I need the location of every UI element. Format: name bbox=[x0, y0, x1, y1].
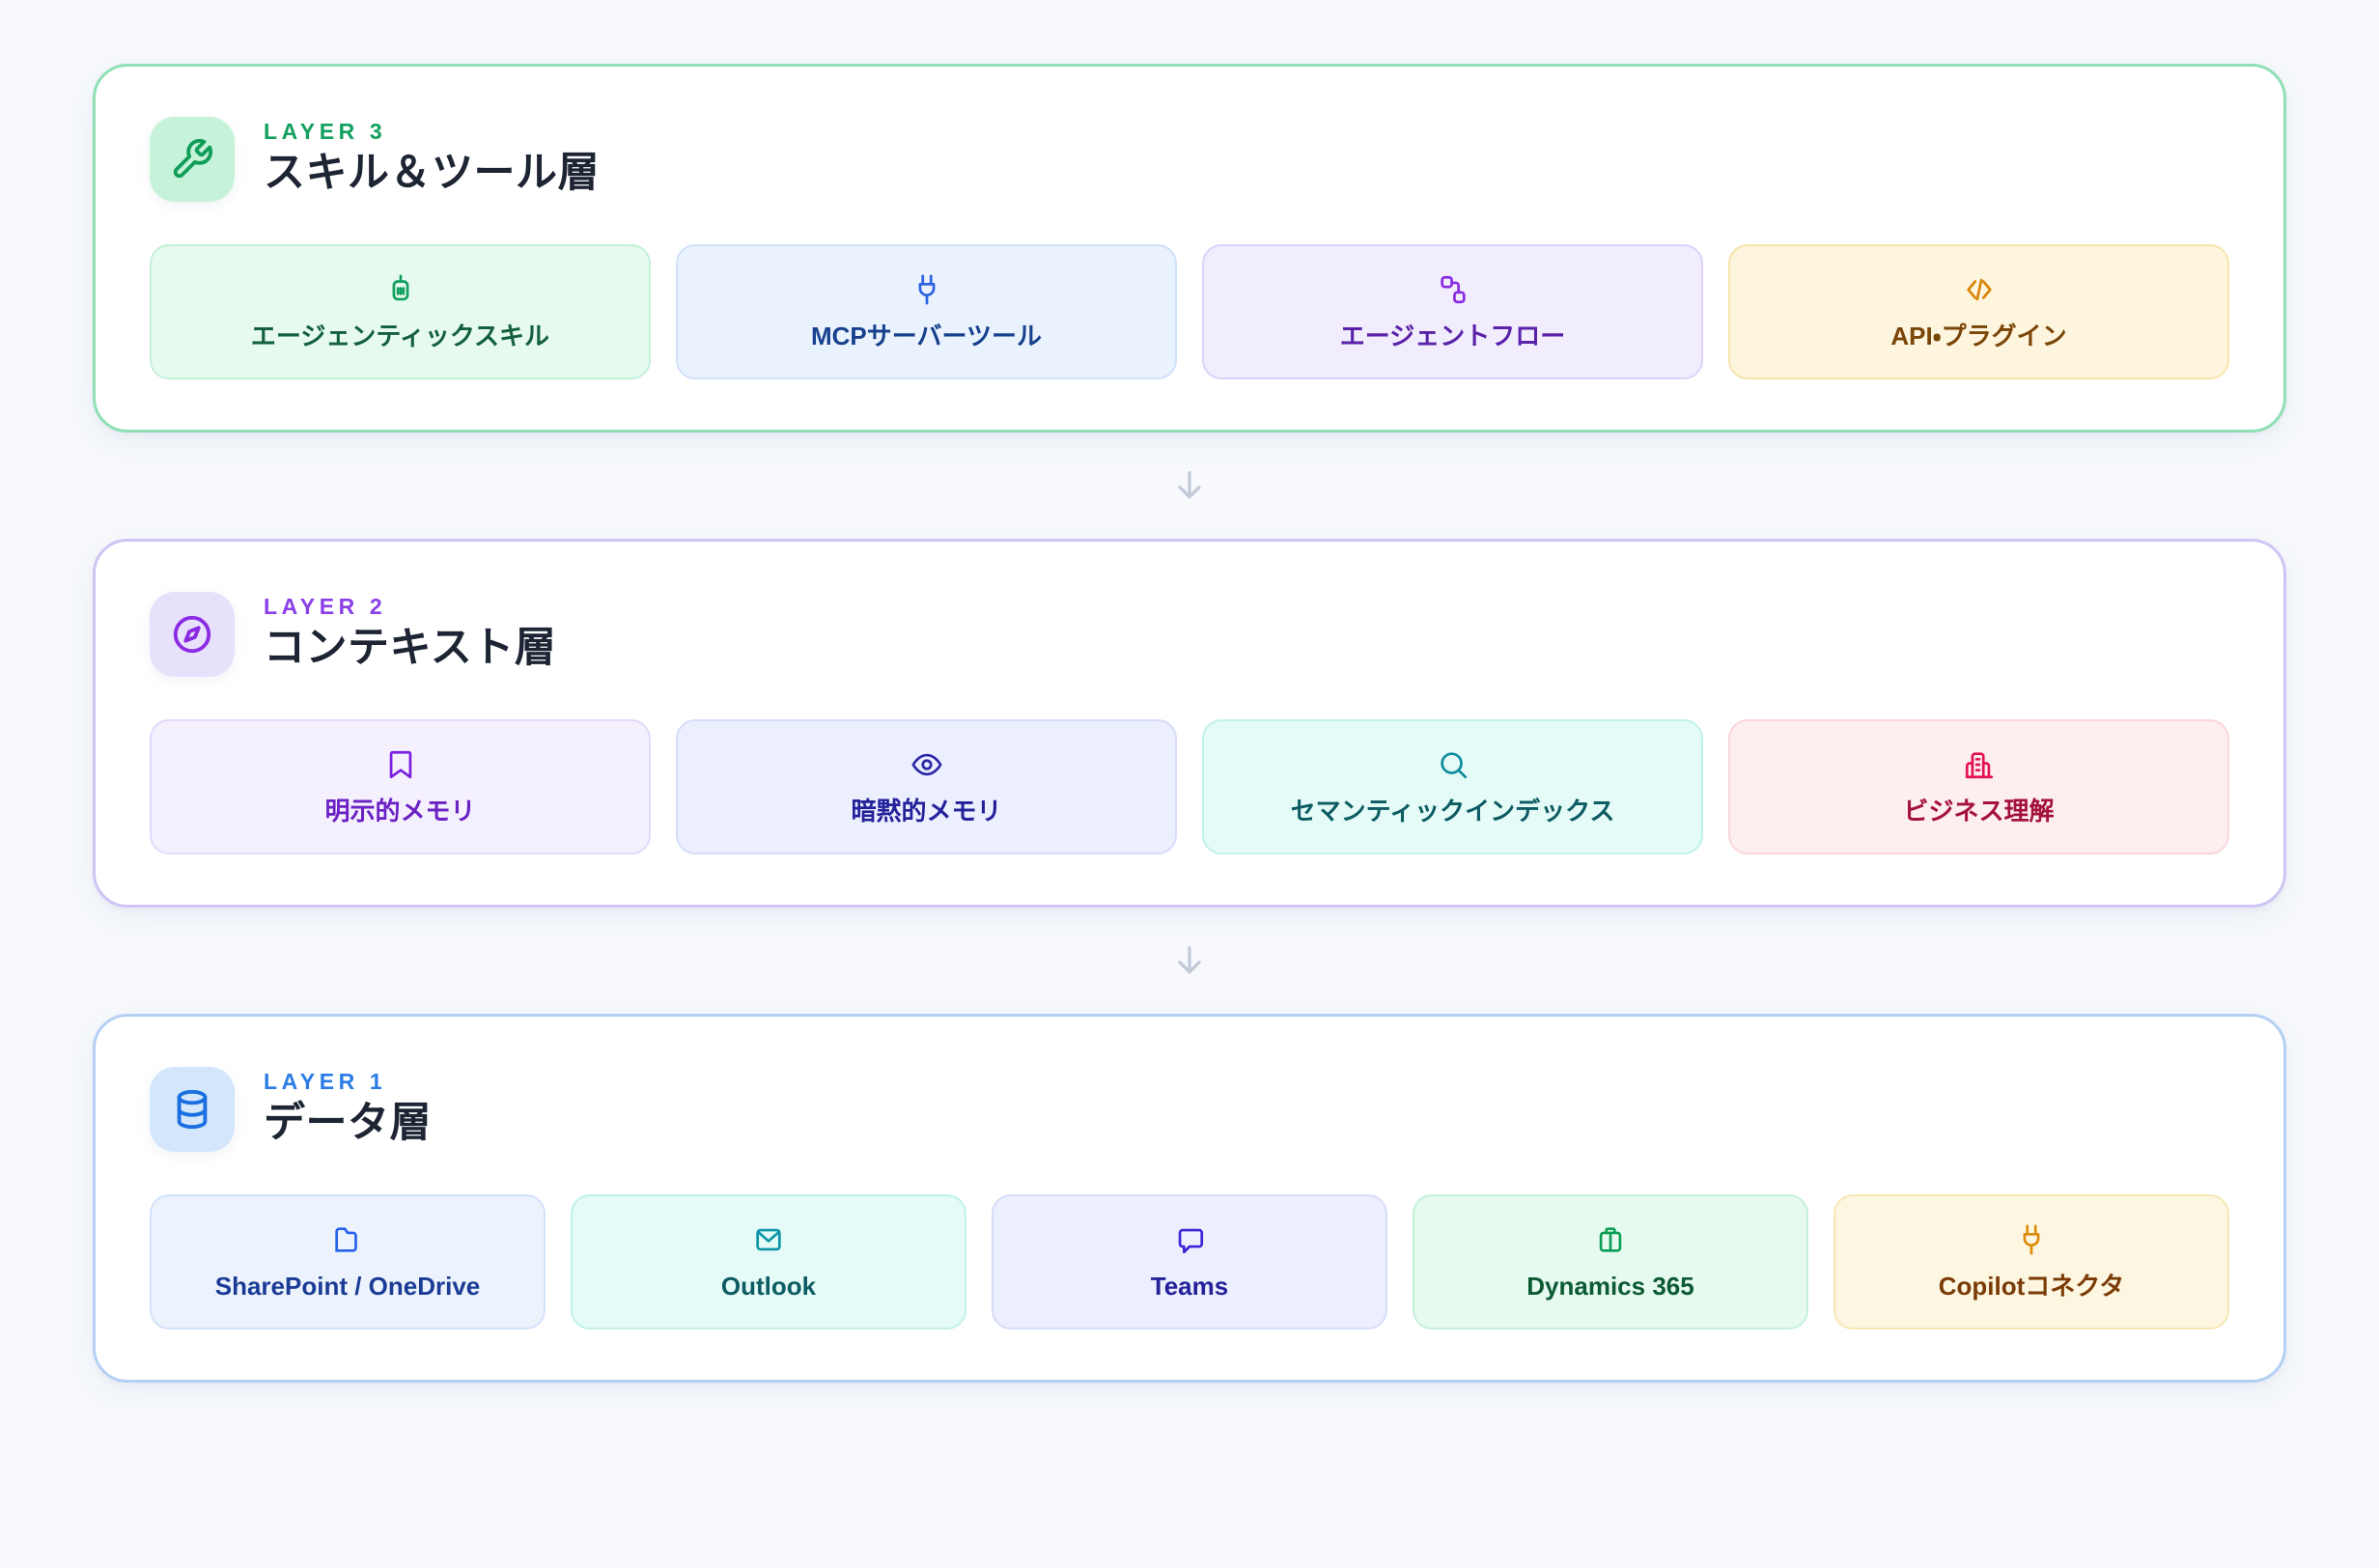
chip-sharepoint-onedrive[interactable]: SharePoint / OneDrive bbox=[150, 1194, 546, 1330]
search-icon bbox=[1437, 746, 1469, 783]
connector-2-to-1 bbox=[93, 908, 2286, 1014]
robot-icon bbox=[384, 271, 417, 308]
message-icon bbox=[1173, 1221, 1206, 1258]
layer-kicker: LAYER 2 bbox=[264, 594, 387, 620]
wrench-icon bbox=[150, 117, 235, 202]
chip-agentic-skill[interactable]: エージェンティックスキル bbox=[150, 244, 651, 379]
mail-icon bbox=[752, 1221, 785, 1258]
chip-label: エージェンティックスキル bbox=[250, 322, 550, 351]
chip-explicit-memory[interactable]: 明示的メモリ bbox=[150, 719, 651, 854]
chip-teams[interactable]: Teams bbox=[992, 1194, 1387, 1330]
chip-row-2: 明示的メモリ 暗黙的メモリ セマンティックインデックス bbox=[150, 719, 2229, 854]
code-icon bbox=[1963, 271, 1996, 308]
building-icon bbox=[1963, 746, 1996, 783]
chip-dynamics-365[interactable]: Dynamics 365 bbox=[1413, 1194, 1808, 1330]
bookmark-icon bbox=[384, 746, 417, 783]
chip-api-plugin[interactable]: API・プラグイン bbox=[1728, 244, 2229, 379]
chip-row-1: SharePoint / OneDrive Outlook Teams bbox=[150, 1194, 2229, 1330]
chip-label: API・プラグイン bbox=[1890, 322, 2067, 351]
chip-business-understanding[interactable]: ビジネス理解 bbox=[1728, 719, 2229, 854]
layer-kicker: LAYER 3 bbox=[264, 119, 387, 145]
compass-icon bbox=[150, 592, 235, 677]
layer-card-2: LAYER 2 コンテキスト層 明示的メモリ 暗黙的メモリ bbox=[93, 539, 2286, 908]
layer-card-3: LAYER 3 スキル＆ツール層 エージェンティックスキル bbox=[93, 64, 2286, 433]
layer-title: コンテキスト層 bbox=[264, 625, 557, 672]
folder-icon bbox=[331, 1221, 364, 1258]
chip-label: エージェントフロー bbox=[1339, 322, 1566, 351]
chip-label: 暗黙的メモリ bbox=[851, 797, 1002, 826]
chip-label: 明示的メモリ bbox=[324, 797, 476, 826]
chip-row-3: エージェンティックスキル MCPサーバーツール bbox=[150, 244, 2229, 379]
database-icon bbox=[150, 1067, 235, 1152]
chip-copilot-connector[interactable]: Copilotコネクタ bbox=[1833, 1194, 2229, 1330]
layer-kicker: LAYER 1 bbox=[264, 1069, 387, 1095]
layer-titles-1: LAYER 1 データ層 bbox=[264, 1071, 432, 1148]
chip-mcp-server-tool[interactable]: MCPサーバーツール bbox=[676, 244, 1177, 379]
chip-label: Outlook bbox=[720, 1272, 817, 1302]
layer-header-3: LAYER 3 スキル＆ツール層 bbox=[150, 117, 2229, 202]
connector-3-to-2 bbox=[93, 433, 2286, 539]
arrow-down-icon bbox=[1178, 946, 1201, 974]
arrow-down-icon bbox=[1178, 471, 1201, 499]
layer-card-1: LAYER 1 データ層 SharePoint / OneDrive bbox=[93, 1014, 2286, 1383]
chip-label: MCPサーバーツール bbox=[811, 322, 1042, 351]
layer-titles-3: LAYER 3 スキル＆ツール層 bbox=[264, 121, 600, 198]
chip-label: SharePoint / OneDrive bbox=[214, 1272, 481, 1302]
chip-label: ビジネス理解 bbox=[1903, 797, 2055, 826]
briefcase-icon bbox=[1594, 1221, 1627, 1258]
chip-semantic-index[interactable]: セマンティックインデックス bbox=[1202, 719, 1703, 854]
plug-icon bbox=[2015, 1221, 2048, 1258]
chip-outlook[interactable]: Outlook bbox=[571, 1194, 966, 1330]
layer-header-2: LAYER 2 コンテキスト層 bbox=[150, 592, 2229, 677]
layer-titles-2: LAYER 2 コンテキスト層 bbox=[264, 596, 556, 673]
layer-title: データ層 bbox=[264, 1100, 432, 1147]
chip-label: Copilotコネクタ bbox=[1938, 1272, 2125, 1302]
workflow-icon bbox=[1437, 271, 1469, 308]
layer-header-1: LAYER 1 データ層 bbox=[150, 1067, 2229, 1152]
eye-icon bbox=[910, 746, 943, 783]
plug-icon bbox=[910, 271, 943, 308]
chip-agent-flow[interactable]: エージェントフロー bbox=[1202, 244, 1703, 379]
chip-implicit-memory[interactable]: 暗黙的メモリ bbox=[676, 719, 1177, 854]
chip-label: セマンティックインデックス bbox=[1290, 797, 1615, 826]
chip-label: Teams bbox=[1150, 1272, 1229, 1302]
chip-label: Dynamics 365 bbox=[1526, 1272, 1694, 1302]
layer-title: スキル＆ツール層 bbox=[264, 150, 600, 197]
